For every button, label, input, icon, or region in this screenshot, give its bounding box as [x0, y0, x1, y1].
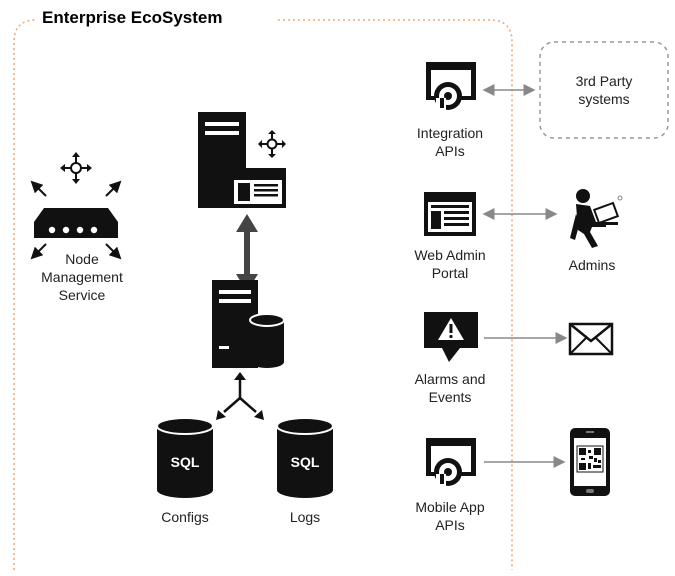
node-management-icon: [30, 152, 122, 260]
database-server-icon: [212, 280, 285, 368]
alarm-icon: [424, 312, 478, 362]
mobile-app-apis-label: Mobile App APIs: [415, 499, 485, 533]
integration-apis-label: Integration APIs: [416, 125, 484, 159]
admin-person-icon: [570, 189, 623, 248]
page-title: Enterprise EcoSystem: [36, 8, 229, 28]
third-party-label: 3rd Party systems: [575, 73, 633, 107]
logs-sql-text: SQL: [291, 454, 320, 470]
web-portal-icon: [424, 192, 476, 236]
alarms-events-label: Alarms and Events: [414, 371, 486, 405]
logs-sql-icon: SQL: [276, 417, 334, 498]
third-party-box: [539, 41, 669, 139]
configs-label: Configs: [161, 509, 209, 525]
node-management-label: Node Management Service: [41, 251, 123, 303]
logs-label: Logs: [289, 509, 321, 525]
configs-sql-icon: SQL: [156, 417, 214, 498]
app-server-icon: [198, 112, 286, 208]
email-icon: [568, 322, 614, 356]
phone-qr-icon: [570, 428, 610, 496]
integration-api-icon: [426, 62, 476, 110]
db-branch-arrows: [223, 378, 257, 413]
mobile-api-icon: [426, 438, 476, 486]
web-admin-portal-label: Web Admin Portal: [414, 247, 486, 281]
configs-sql-text: SQL: [171, 454, 200, 470]
admins-label: Admins: [568, 257, 616, 273]
